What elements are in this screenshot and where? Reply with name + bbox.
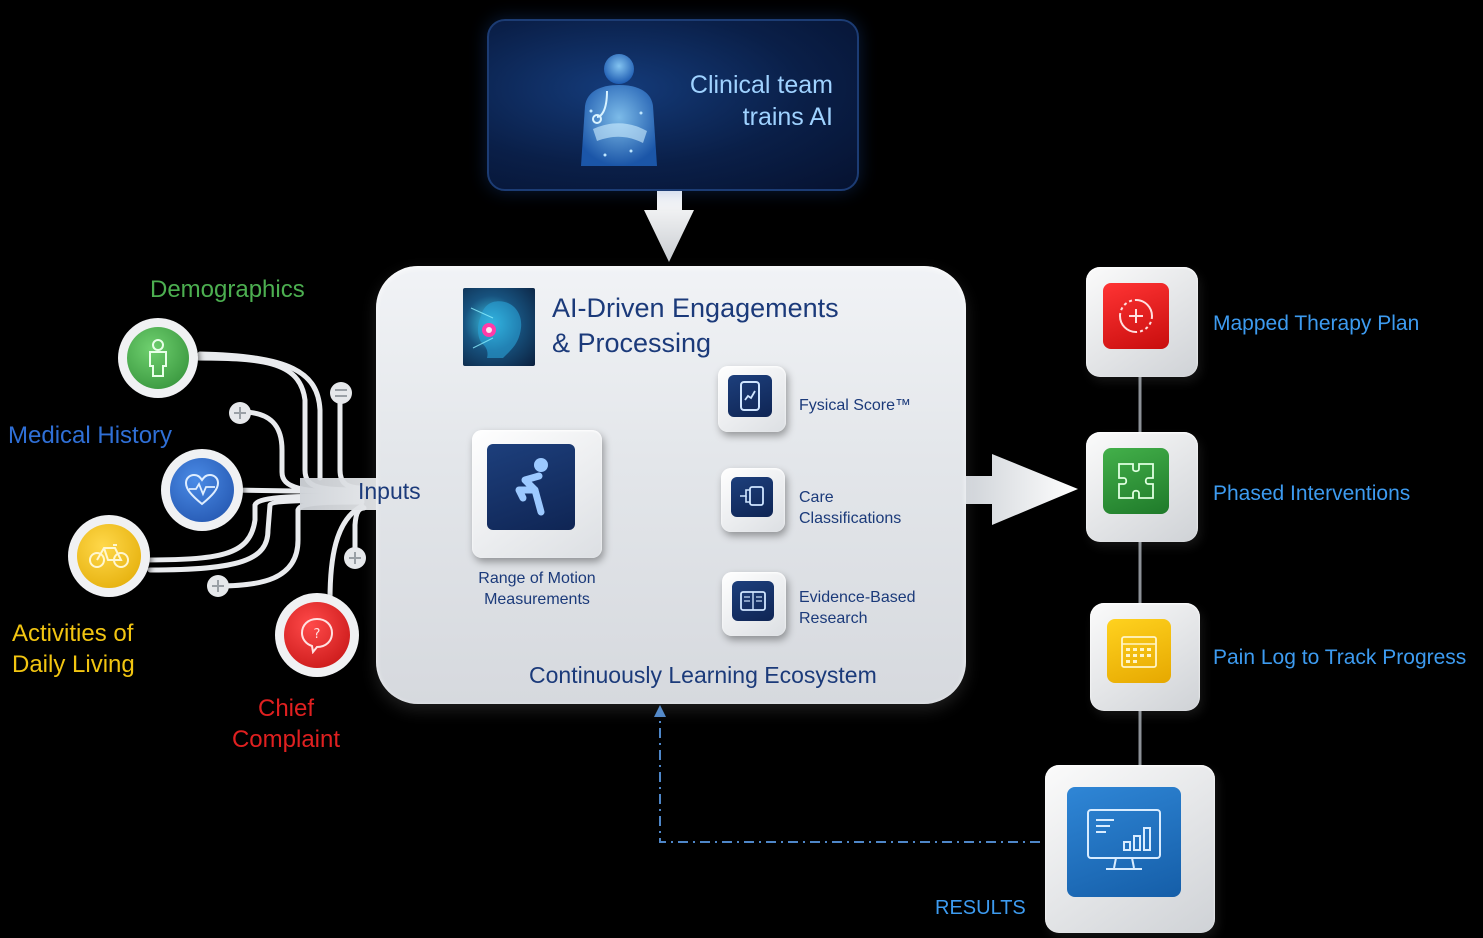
clinical-team-box: Clinical team trains AI: [487, 19, 859, 191]
svg-text:?: ?: [314, 627, 321, 642]
evidence-research-tile: [722, 572, 786, 636]
medical-history-label: Medical History: [8, 422, 173, 449]
fysical-score-label: Fysical Score™: [799, 397, 912, 414]
feedback-loop: [659, 712, 1040, 843]
demographics-label: Demographics: [150, 276, 305, 303]
medical-history-node: [161, 449, 243, 531]
care-classifications-label: Care Classifications: [799, 489, 902, 527]
inputs-label: Inputs: [358, 478, 421, 504]
mapped-therapy-label: Mapped Therapy Plan: [1213, 312, 1420, 335]
bicycle-icon: [89, 544, 129, 568]
clinical-team-title: Clinical team trains AI: [689, 71, 833, 131]
pain-log-tile: [1090, 603, 1200, 711]
seated-person-icon: [515, 458, 548, 516]
panel-title: AI-Driven Engagements & Processing: [552, 293, 839, 358]
doctor-hologram-icon: [581, 54, 657, 166]
results-tile: [1045, 765, 1215, 933]
phased-interventions-tile: [1086, 432, 1198, 542]
question-bubble-icon: ?: [300, 617, 334, 654]
activities-label: Activities of Daily Living: [12, 620, 135, 678]
ai-brain-icon: [463, 288, 535, 366]
phone-chart-icon: [740, 381, 760, 411]
ai-processing-panel: AI-Driven Engagements & Processing Range…: [376, 266, 966, 704]
chief-complaint-node: ?: [275, 593, 359, 677]
range-of-motion-tile: [472, 430, 602, 558]
ecosystem-label: Continuously Learning Ecosystem: [529, 662, 877, 688]
cycle-plus-icon: [1119, 299, 1153, 333]
fysical-score-tile: [718, 366, 786, 432]
phased-interventions-label: Phased Interventions: [1213, 482, 1411, 505]
puzzle-icon: [1118, 463, 1154, 499]
heart-pulse-icon: [184, 473, 220, 506]
book-icon: [740, 591, 766, 611]
demographics-node: [118, 318, 198, 398]
rom-label: Range of Motion Measurements: [478, 570, 596, 608]
activities-node: [68, 515, 150, 597]
flow-chart-icon: [740, 486, 764, 506]
calendar-icon: [1121, 636, 1157, 668]
care-classifications-tile: [721, 468, 785, 532]
person-icon: [149, 339, 167, 377]
output-arrow: [964, 454, 1078, 525]
down-arrow: [644, 190, 694, 262]
evidence-research-label: Evidence-Based Research: [799, 589, 916, 627]
results-label: RESULTS: [935, 897, 1026, 919]
pain-log-label: Pain Log to Track Progress: [1213, 646, 1467, 669]
chief-complaint-label: Chief Complaint: [231, 695, 341, 753]
monitor-chart-icon: [1087, 809, 1161, 870]
mapped-therapy-tile: [1086, 267, 1198, 377]
